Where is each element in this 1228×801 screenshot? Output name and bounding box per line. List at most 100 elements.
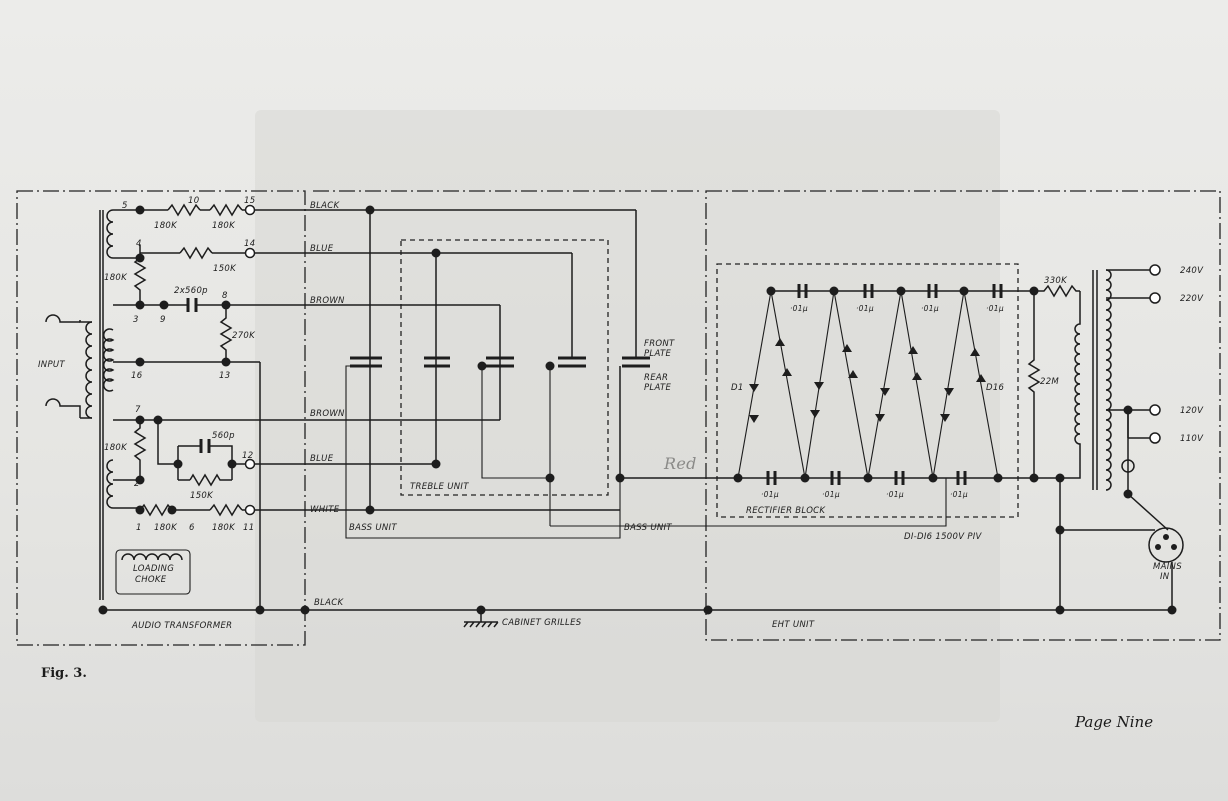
treble-unit-box [400, 239, 609, 496]
audio-transformer-label: AUDIO TRANSFORMER [131, 621, 232, 631]
label-rect-cap-bottom-1: ·01µ [761, 490, 779, 499]
loading-choke-coil [121, 553, 183, 561]
input-lead-top [45, 314, 80, 323]
treble-unit-label: TREBLE UNIT [410, 482, 469, 492]
rectifier-block-box [716, 263, 1019, 518]
wire-560-net [157, 420, 178, 465]
handwritten-red-note: Red [663, 454, 697, 473]
label-rect-cap-bottom-3: ·01µ [886, 490, 904, 499]
resistor-5-10 [167, 203, 201, 217]
junction-dots [98, 205, 1177, 615]
label-rect-cap-top-3: ·01µ [921, 304, 939, 313]
secondary-winding-bottom [106, 459, 114, 509]
show-through-background [255, 110, 1000, 722]
node-13: 13 [219, 371, 230, 381]
tap-220v: 220V [1180, 294, 1204, 304]
resistor-1-6 [139, 503, 173, 517]
cabinet-grilles-label: CABINET GRILLES [502, 618, 582, 628]
rear-plate-label-1: REAR [644, 373, 668, 383]
label-wire-brown-top: BROWN [310, 296, 345, 306]
label-r-5-10: 180K [154, 221, 178, 231]
rectifier-diodes [749, 338, 986, 423]
node-8: 8 [222, 291, 228, 301]
label-c-9-8: 2x560p [174, 286, 208, 296]
rear-plate-label-2: PLATE [644, 383, 671, 393]
input-label: INPUT [38, 360, 65, 370]
node-14: 14 [244, 239, 255, 249]
loading-choke-box [115, 549, 191, 595]
resistor-7-2 [133, 420, 147, 480]
label-r-8-13: 270K [232, 331, 256, 341]
node-10: 10 [188, 196, 199, 206]
label-wire-white: WHITE [310, 505, 340, 515]
node-11: 11 [243, 523, 254, 533]
mains-tap-labels: 240V 220V 120V 110V [1180, 266, 1204, 444]
loading-choke-label-1: LOADING [133, 564, 174, 574]
label-wire-black-bottom: BLACK [314, 598, 345, 608]
tap-120v: 120V [1180, 406, 1204, 416]
label-r-330k: 330K [1044, 276, 1068, 286]
mains-secondary-winding [1105, 269, 1112, 491]
node-2: 2 [134, 479, 140, 489]
resistor-4-14 [179, 246, 213, 260]
mains-in-label-2: IN [1160, 572, 1170, 582]
resistor-10-15 [209, 203, 243, 217]
loading-choke-label-2: CHOKE [135, 575, 167, 585]
label-r-4-3: 180K [104, 273, 128, 283]
label-r-1-6: 180K [154, 523, 178, 533]
ground-symbol [463, 621, 499, 628]
label-wire-blue-bottom: BLUE [310, 454, 334, 464]
resistor-6-11 [209, 503, 243, 517]
front-plate-label-1: FRONT [644, 339, 675, 349]
resistor-22m [1027, 291, 1041, 478]
label-rect-cap-bottom-4: ·01µ [950, 490, 968, 499]
label-r-4-14: 150K [213, 264, 237, 274]
node-12: 12 [242, 451, 253, 461]
label-wire-blue-top: BLUE [310, 244, 334, 254]
component-values: 180K 180K 150K 180K 2x560p 270K 180K 560… [104, 221, 1068, 533]
label-c-560p: 560p [212, 431, 235, 441]
mains-tap-leads [1106, 269, 1150, 439]
mains-plug [1148, 527, 1184, 563]
mains-leads [1060, 493, 1169, 531]
label-wire-black-top: BLACK [310, 201, 341, 211]
resistor-4-3 [133, 257, 147, 305]
rear-return-line [550, 478, 947, 527]
node-5: 5 [122, 201, 128, 211]
label-r-10-15: 180K [212, 221, 236, 231]
eht-unit-box [705, 190, 1221, 641]
diode-rating-label: DI-DI6 1500V PIV [904, 532, 983, 542]
resistor-330k [1034, 284, 1080, 298]
resistor-8-13 [219, 305, 233, 362]
front-plate-label-2: PLATE [644, 349, 671, 359]
tap-240v: 240V [1180, 266, 1204, 276]
treble-rear-loop [481, 366, 551, 479]
secondary-winding-top [106, 209, 114, 259]
label-rect-cap-bottom-2: ·01µ [822, 490, 840, 499]
label-r-6-11: 180K [212, 523, 236, 533]
node-4: 4 [136, 239, 142, 249]
secondary-winding-middle [103, 328, 115, 392]
eht-unit-label: EHT UNIT [772, 620, 815, 630]
node-1: 1 [136, 523, 142, 533]
node-6: 6 [189, 523, 195, 533]
block-labels: INPUT AUDIO TRANSFORMER LOADING CHOKE TR… [38, 339, 1182, 631]
label-r-150k-bottom: 150K [190, 491, 214, 501]
input-lead-bottom [45, 398, 81, 418]
wire-color-labels: BLACK BLUE BROWN BROWN BLUE WHITE BLACK [310, 201, 345, 608]
node-9: 9 [160, 315, 166, 325]
eht-primary-winding [1060, 291, 1081, 479]
node-7: 7 [135, 405, 141, 415]
label-diode-last: D16 [986, 383, 1005, 393]
label-wire-brown-bottom: BROWN [310, 409, 345, 419]
node-16: 16 [131, 371, 143, 381]
bass-unit-loop [345, 365, 621, 539]
rectifier-caps-top [797, 284, 1003, 298]
rectifier-ladder [737, 290, 999, 479]
tap-110v: 110V [1180, 434, 1204, 444]
figure-caption: Fig. 3. [41, 666, 87, 681]
resistor-150k-bottom [189, 473, 232, 487]
rectifier-caps-bottom [766, 471, 967, 485]
bass-unit-label-right: BASS UNIT [624, 523, 672, 533]
